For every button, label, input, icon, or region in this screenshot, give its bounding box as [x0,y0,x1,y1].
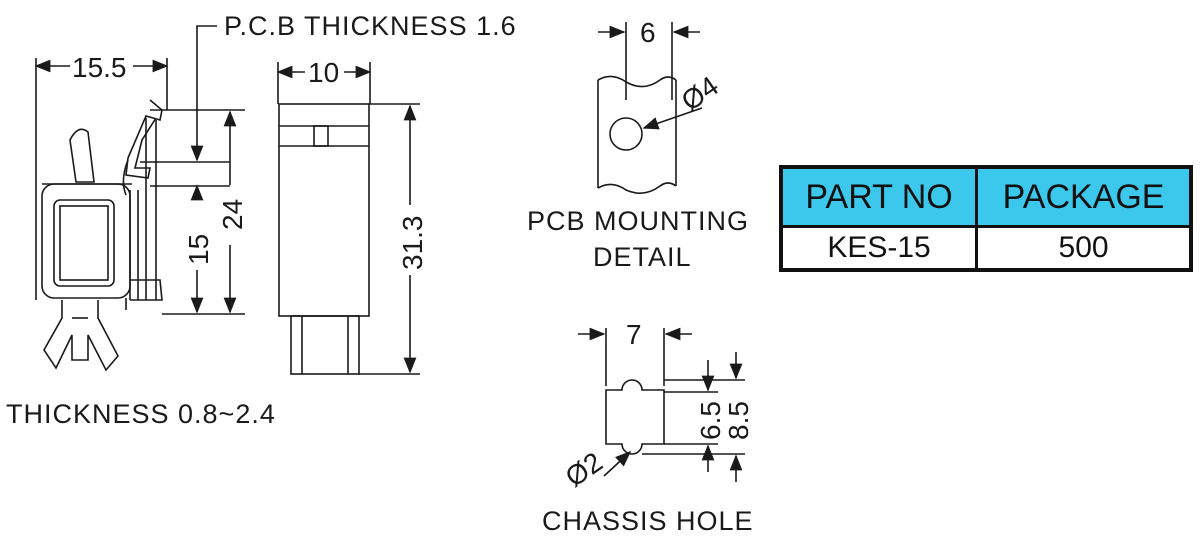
mounting-detail-label-2: DETAIL [593,242,692,272]
dim-24: 24 [217,199,248,230]
mounting-detail-label-1: PCB MOUNTING [527,206,749,236]
part-table: PART NO PACKAGE KES-15 500 [779,165,1193,272]
pcb-thickness-label: P.C.B THICKNESS 1.6 [224,11,517,41]
dim-10: 10 [308,57,339,88]
front-view [276,62,420,375]
dim-7: 7 [626,319,642,350]
dim-15: 15 [183,234,214,265]
panel-thickness-label: THICKNESS 0.8~2.4 [6,399,276,429]
header-package: PACKAGE [975,165,1193,228]
dim-15-5: 15.5 [72,52,127,83]
dim-6-5: 6.5 [695,401,726,440]
side-view [34,58,169,372]
dim-hole-2: Ø2 [560,446,608,493]
dim-hole-4: Ø4 [676,70,724,117]
table-row: KES-15 500 [779,225,1193,272]
dim-6: 6 [640,17,656,48]
cell-package: 500 [975,225,1193,272]
table-header-row: PART NO PACKAGE [779,165,1193,228]
dim-31-3: 31.3 [397,216,428,271]
pcb-mounting-detail [597,22,703,194]
pcb-thickness-leader [140,25,230,201]
cell-part-no: KES-15 [779,225,979,272]
header-part-no: PART NO [779,165,979,228]
chassis-hole-label: CHASSIS HOLE [542,506,754,536]
dim-8-5: 8.5 [723,401,754,440]
height-dimensions [150,109,245,315]
chassis-hole [578,327,745,482]
